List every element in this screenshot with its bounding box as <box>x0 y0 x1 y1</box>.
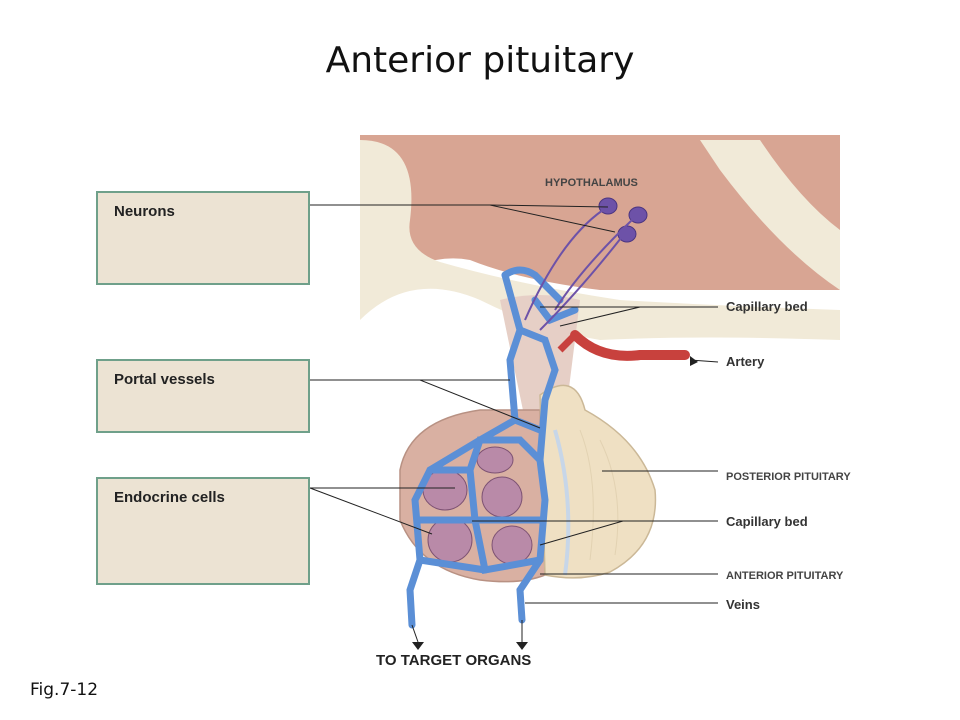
target-organs-label: TO TARGET ORGANS <box>376 652 532 669</box>
neurons-box: Neurons <box>96 191 310 285</box>
page-title: Anterior pituitary <box>325 40 635 81</box>
posterior-pituitary-label: POSTERIOR PITUITARY <box>726 471 851 483</box>
endocrine-cells-box: Endocrine cells <box>96 477 310 585</box>
neurons-label: Neurons <box>114 203 175 220</box>
portal-vessels <box>406 266 579 629</box>
capillary-bed-top-label: Capillary bed <box>726 299 808 314</box>
hypothalamus-label: HYPOTHALAMUS <box>545 177 638 189</box>
anterior-pituitary-label: ANTERIOR PITUITARY <box>726 570 844 582</box>
posterior-lobe <box>539 384 657 579</box>
portal-vessels-box: Portal vessels <box>96 359 310 433</box>
sella-bone <box>360 140 840 340</box>
endocrine-cells-label: Endocrine cells <box>114 489 225 506</box>
portal-vessels-label: Portal vessels <box>114 371 215 388</box>
artery-label: Artery <box>726 354 765 369</box>
veins-label: Veins <box>726 597 760 612</box>
endocrine-cell-clusters <box>422 446 533 565</box>
hypothalamus-region <box>360 135 840 300</box>
infundibulum-curve <box>700 140 840 290</box>
artery-vessel <box>570 330 690 361</box>
figure-number: Fig.7-12 <box>30 680 99 700</box>
capillary-bed-bottom-label: Capillary bed <box>726 514 808 529</box>
leader-lines <box>309 204 719 643</box>
